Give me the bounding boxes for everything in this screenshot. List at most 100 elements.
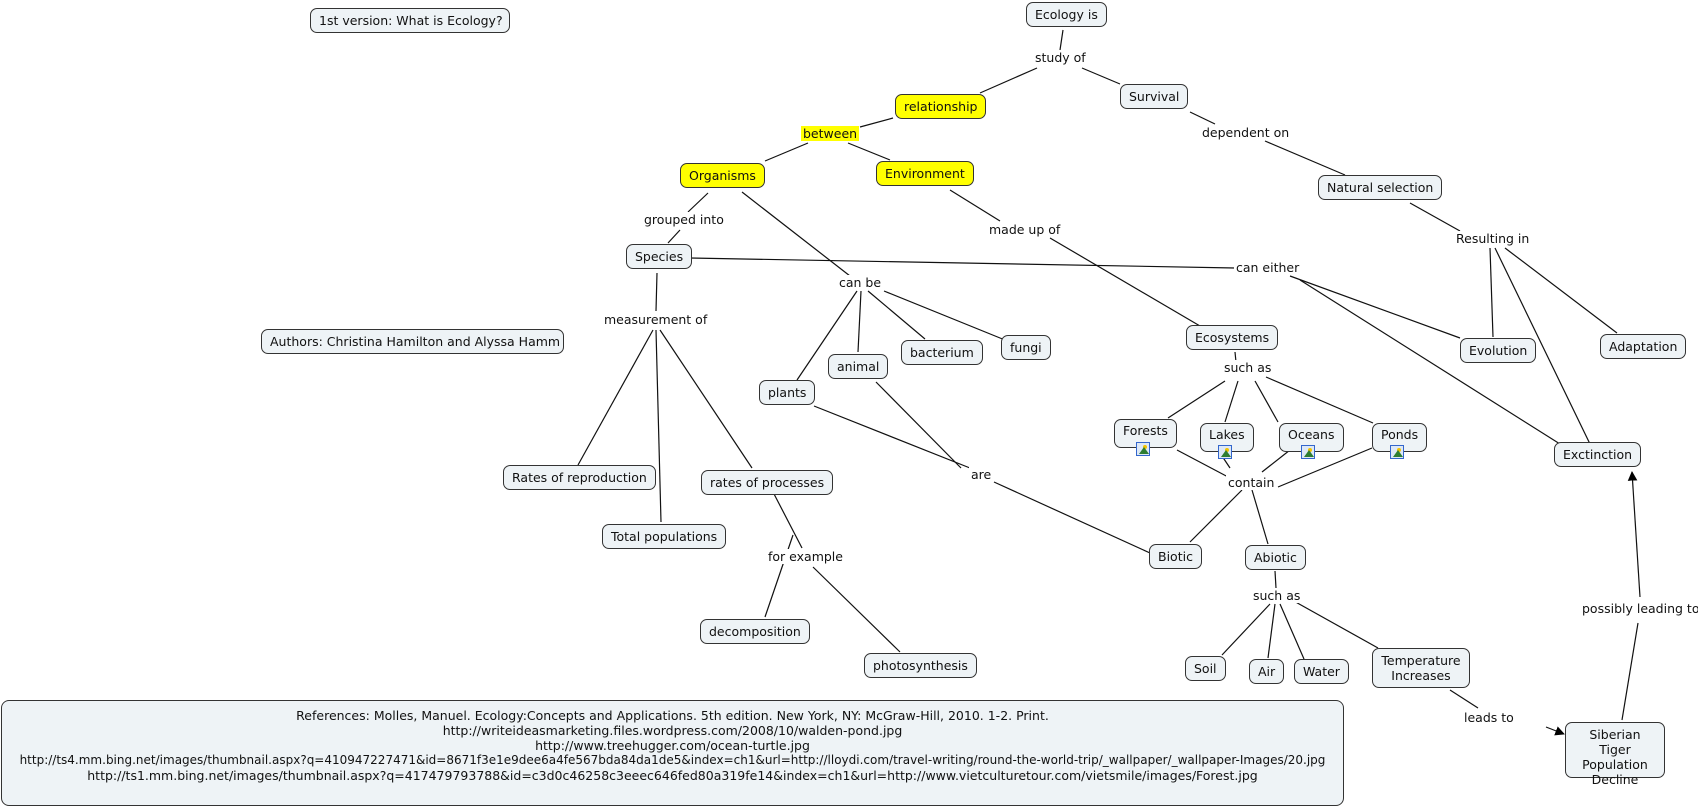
concept-bacterium[interactable]: bacterium [901,340,983,365]
link-phrase-can-either[interactable]: can either [1234,260,1302,275]
link [979,67,1038,94]
reference-line: http://ts4.mm.bing.net/images/thumbnail.… [19,753,1326,767]
concept-ecology-is[interactable]: Ecology is [1026,2,1107,27]
link [859,117,894,128]
mountain-glyph [1221,450,1231,457]
link [1176,449,1231,479]
link [993,481,1151,554]
link [1049,237,1201,327]
link [667,229,681,244]
link [577,329,654,466]
concept-natural-selection[interactable]: Natural selection [1318,175,1443,200]
reference-line: http://ts1.mm.bing.net/images/thumbnail.… [87,768,1258,783]
link-phrase-for-example[interactable]: for example [766,549,845,564]
link [1254,380,1279,423]
link [1494,247,1591,445]
link [1189,111,1216,125]
link [772,491,803,549]
concept-air[interactable]: Air [1249,659,1285,684]
authors-box[interactable]: Authors: Christina Hamilton and Alyssa H… [261,329,564,354]
link [764,142,809,162]
concept-decomposition[interactable]: decomposition [700,619,810,644]
concept-ecosystems[interactable]: Ecosystems [1186,325,1279,350]
link [1251,489,1269,545]
link [1264,140,1346,176]
concept-environment[interactable]: Environment [876,161,974,186]
concept-exctinction[interactable]: Exctinction [1554,442,1642,467]
link [883,290,1006,341]
concept-siberian-tiger-population-decline[interactable]: Siberian Tiger Population Decline [1565,722,1665,787]
concept-rates-of-reproduction[interactable]: Rates of reproduction [503,465,656,490]
link [1267,603,1276,659]
reference-line: http://www.treehugger.com/ocean-turtle.j… [535,738,810,753]
concept-rates-of-processes[interactable]: rates of processes [701,470,834,495]
concept-relationship[interactable]: relationship [895,94,987,119]
concept-species[interactable]: Species [626,244,693,269]
concept-survival[interactable]: Survival [1120,84,1189,109]
link [1627,471,1641,598]
references-box[interactable]: References: Molles, Manuel. Ecology:Conc… [1,700,1344,806]
link [741,191,851,277]
image-icon[interactable] [1390,445,1404,459]
concept-soil[interactable]: Soil [1185,656,1226,681]
link-phrase-dependent-on[interactable]: dependent on [1200,125,1292,140]
link-phrase-made-up-of[interactable]: made up of [987,222,1063,237]
concept-fungi[interactable]: fungi [1001,335,1051,360]
link [1504,247,1618,334]
link [1265,376,1374,424]
concept-evolution[interactable]: Evolution [1460,338,1537,363]
link-phrase-such-as[interactable]: such as [1251,588,1303,603]
image-icon[interactable] [1301,445,1315,459]
link-phrase-contain[interactable]: contain [1226,475,1277,490]
link-phrase-grouped-into[interactable]: grouped into [642,212,726,227]
link [764,534,794,618]
link [949,189,1001,222]
reference-line: References: Molles, Manuel. Ecology:Conc… [296,708,1049,723]
link [847,142,891,161]
concept-organisms[interactable]: Organisms [680,163,765,188]
link [867,290,926,340]
concept-water[interactable]: Water [1294,659,1349,684]
concept-biotic[interactable]: Biotic [1149,544,1202,569]
mountain-glyph [1304,450,1314,457]
link-phrase-resulting-in[interactable]: Resulting in [1454,231,1532,246]
link [1545,726,1565,736]
link [1081,67,1121,85]
link [857,290,862,353]
link [812,566,901,653]
link [1489,247,1494,338]
link [1299,279,1561,445]
concept-abiotic[interactable]: Abiotic [1245,545,1306,570]
link-phrase-study-of[interactable]: study of [1033,50,1088,65]
concept-temperature-increases[interactable]: Temperature Increases [1372,648,1470,688]
link-phrase-measurement-of[interactable]: measurement of [602,312,710,327]
link [1449,689,1479,709]
link-phrase-leads-to[interactable]: leads to [1462,710,1516,725]
concept-adaptation[interactable]: Adaptation [1600,334,1687,359]
link-phrase-are[interactable]: are [969,467,994,482]
link-phrase-can-be[interactable]: can be [837,275,884,290]
mountain-glyph [1139,447,1149,454]
link [689,257,1236,269]
link-phrase-between[interactable]: between [801,126,860,141]
concept-plants[interactable]: plants [759,380,816,405]
concept-animal[interactable]: animal [828,354,889,379]
link [687,192,709,213]
link [655,272,658,312]
image-icon[interactable] [1218,445,1232,459]
concept-photosynthesis[interactable]: photosynthesis [864,653,977,678]
link [1261,449,1291,473]
concept-total-populations[interactable]: Total populations [602,524,727,549]
link [1274,570,1277,589]
link [1059,29,1064,51]
concept-forests[interactable]: Forests [1114,419,1177,448]
link [1167,380,1226,419]
image-icon[interactable] [1136,442,1150,456]
link [655,329,662,523]
link-phrase-possibly-leading-to[interactable]: possibly leading to [1580,601,1698,616]
link [813,405,971,469]
title-box[interactable]: 1st version: What is Ecology? [310,8,510,33]
link [875,381,962,469]
link [1289,275,1461,339]
link-phrase-such-as[interactable]: such as [1222,360,1274,375]
